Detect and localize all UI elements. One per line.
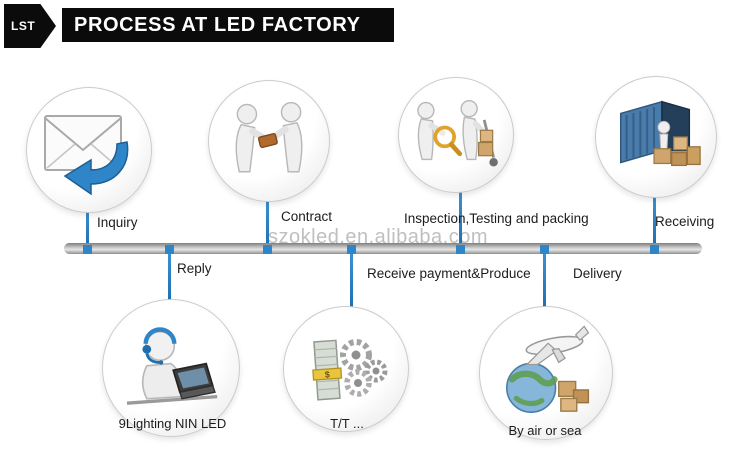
connector-payment xyxy=(350,250,353,310)
connector-reply xyxy=(168,250,171,302)
timeline-node-payment xyxy=(347,245,356,254)
step-label-receiving: Receiving xyxy=(655,214,715,229)
air-sea-shipping-icon xyxy=(505,325,590,414)
step-label-contract: Contract xyxy=(281,209,333,224)
timeline-node-contract xyxy=(263,245,272,254)
caption-payment: T/T ... xyxy=(330,416,364,431)
corner-tag-label: LST xyxy=(11,19,36,33)
step-circle-receiving xyxy=(595,76,717,198)
envelope-reply-icon xyxy=(44,115,129,196)
step-label-delivery: Delivery xyxy=(573,266,622,281)
corner-tag: LST xyxy=(4,4,56,48)
container-unloading-icon xyxy=(619,100,701,167)
timeline-node-inspection xyxy=(456,245,465,254)
timeline-bar xyxy=(64,243,702,254)
page-title: PROCESS AT LED FACTORY xyxy=(74,13,361,36)
step-label-inspection: Inspection,Testing and packing xyxy=(404,211,589,226)
connector-inspection xyxy=(459,189,462,248)
contract-exchange-icon xyxy=(235,101,303,173)
timeline-node-reply xyxy=(165,245,174,254)
connector-inquiry xyxy=(86,206,89,248)
timeline-node-inquiry xyxy=(83,245,92,254)
step-label-reply: Reply xyxy=(177,261,212,276)
step-circle-reply xyxy=(102,299,240,437)
header-bar: PROCESS AT LED FACTORY xyxy=(62,8,394,42)
timeline-node-receiving xyxy=(650,245,659,254)
watermark-text: szokled.en.alibaba.com xyxy=(268,226,489,248)
payment-production-icon: $ xyxy=(312,339,388,401)
inspection-testing-icon xyxy=(417,99,498,167)
caption-delivery: By air or sea xyxy=(508,423,582,438)
caption-reply: 9Lighting NIN LED xyxy=(118,416,227,431)
step-label-payment: Receive payment&Produce xyxy=(367,266,531,281)
connector-delivery xyxy=(543,250,546,310)
step-circle-inspection xyxy=(398,77,514,193)
step-circle-inquiry xyxy=(26,87,152,213)
connector-contract xyxy=(266,198,269,248)
step-circle-payment: $ xyxy=(283,306,409,432)
dollar-glyph: $ xyxy=(324,369,330,379)
step-label-inquiry: Inquiry xyxy=(97,215,138,230)
support-operator-icon xyxy=(126,327,218,405)
step-circle-delivery xyxy=(479,306,613,440)
step-circle-contract xyxy=(208,80,330,202)
connector-receiving xyxy=(653,194,656,248)
timeline-node-delivery xyxy=(540,245,549,254)
